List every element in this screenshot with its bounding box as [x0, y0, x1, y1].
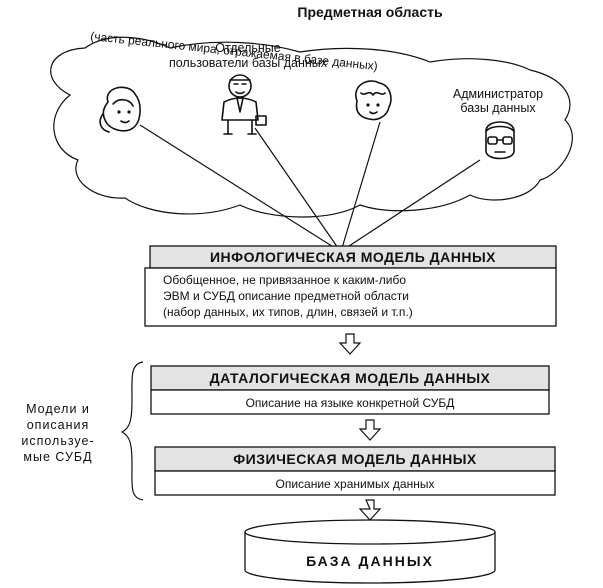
domain-title: Предметная область	[297, 4, 443, 20]
admin-label-line2: базы данных	[460, 101, 536, 115]
datalogical-desc: Описание на языке конкретной СУБД	[246, 396, 455, 410]
line-user2	[254, 127, 339, 249]
woman-icon	[99, 86, 141, 133]
datalogical-body-box	[150, 389, 550, 415]
dbms-bracket	[120, 361, 144, 501]
line-user3	[341, 121, 381, 249]
infological-line2: ЭВМ и СУБД описание предметной области	[163, 289, 409, 303]
users-label-line1: Отдельные	[215, 41, 281, 55]
curly-person-icon	[355, 80, 392, 121]
side-label-line1: Модели и	[26, 402, 90, 416]
infological-title: ИНФОЛОГИЧЕСКАЯ МОДЕЛЬ ДАННЫХ	[210, 249, 496, 265]
line-user1	[139, 124, 336, 249]
line-admin	[345, 159, 481, 249]
administrator-icon	[485, 121, 515, 160]
side-label-line2: описания	[27, 418, 90, 432]
domain-cloud	[50, 36, 573, 218]
datalogical-header-box	[150, 365, 550, 391]
infological-line3: (набор данных, их типов, длин, связей и …	[163, 305, 413, 319]
down-arrow-1	[338, 333, 362, 355]
datalogical-title: ДАТАЛОГИЧЕСКАЯ МОДЕЛЬ ДАННЫХ	[210, 370, 491, 386]
physical-desc: Описание хранимых данных	[276, 477, 435, 491]
down-arrow-3	[358, 499, 382, 521]
admin-label-line1: Администратор	[453, 87, 543, 101]
businessman-icon	[221, 74, 267, 135]
physical-title: ФИЗИЧЕСКАЯ МОДЕЛЬ ДАННЫХ	[233, 451, 477, 467]
down-arrow-2	[358, 419, 382, 441]
database-label: БАЗА ДАННЫХ	[306, 553, 434, 569]
database-cylinder	[244, 519, 496, 584]
physical-header-box	[154, 446, 556, 472]
infological-line1: Обобщенное, не привязанное к каким-либо	[163, 273, 406, 287]
side-label-line3: используе-	[21, 434, 94, 448]
users-label-line2: пользователи базы данных	[169, 56, 328, 70]
side-label-line4: мые СУБД	[23, 450, 92, 464]
physical-body-box	[154, 470, 556, 496]
infological-body-box	[144, 267, 557, 327]
